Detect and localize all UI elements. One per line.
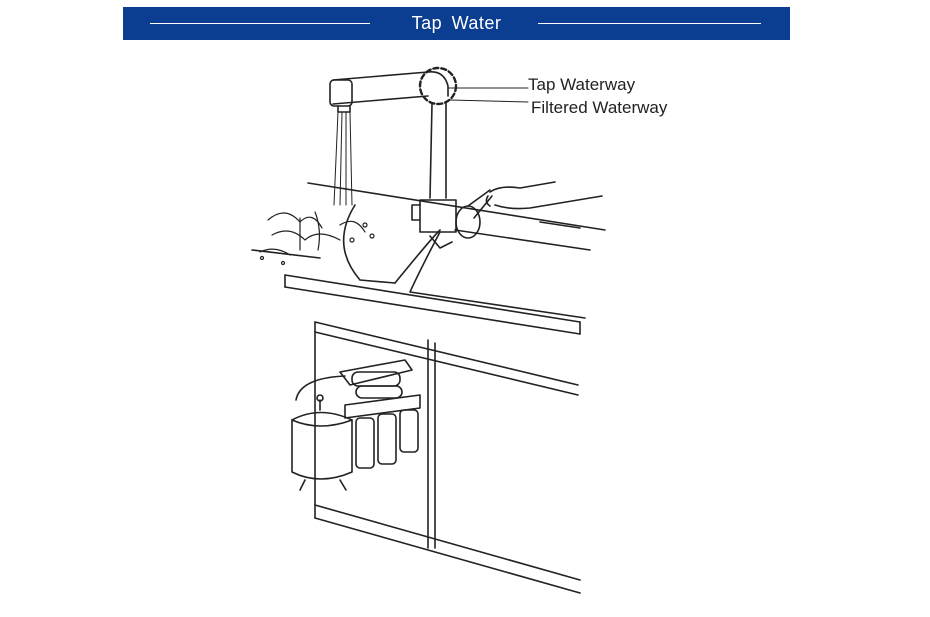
banner-rule-right [538, 23, 761, 24]
filtered-waterway-label: Filtered Waterway [531, 98, 668, 117]
sink-basins [342, 204, 591, 319]
vegetables [259, 211, 375, 266]
waterway-callout [418, 66, 529, 106]
water-stream [333, 111, 353, 206]
pressure-tank [291, 375, 353, 491]
countertop [251, 182, 606, 335]
tap-waterway-label: Tap Waterway [528, 75, 636, 94]
faucet [329, 70, 493, 249]
page-title: Tap Water [411, 13, 502, 33]
header-banner: Tap Water [123, 7, 790, 40]
cabinet [314, 321, 581, 594]
hand [485, 181, 603, 210]
banner-rule-left [150, 23, 370, 24]
ro-filter-system [339, 359, 421, 469]
